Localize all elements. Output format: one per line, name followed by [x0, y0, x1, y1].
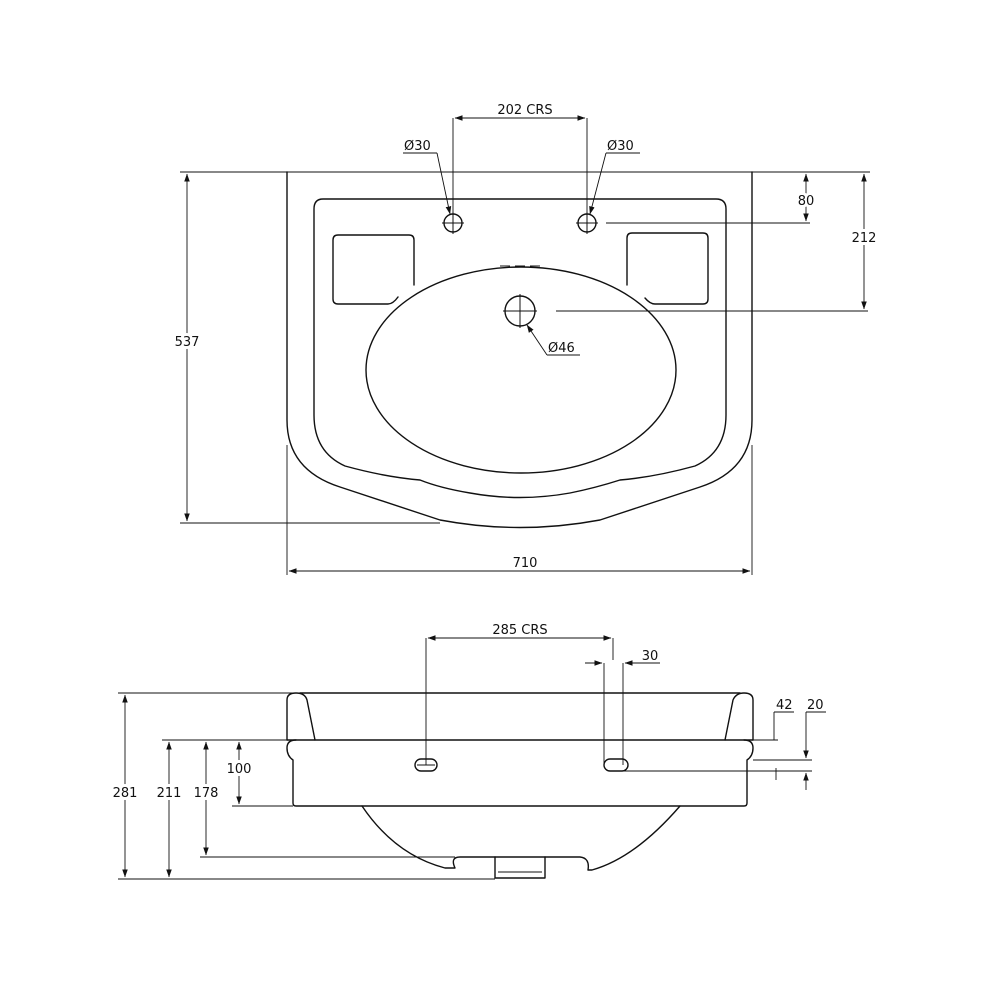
basin-bowl — [365, 266, 677, 474]
dim-waste-setback: 212 — [556, 173, 879, 312]
basin-outer-outline — [286, 171, 753, 529]
dim-waste-hole: Ø46 — [526, 324, 580, 356]
dim-tap-hole-left: Ø30 — [403, 139, 452, 215]
left-soap-shelf — [332, 234, 415, 305]
dim-rim-42: 42 — [753, 698, 794, 741]
plan-view: 202 CRS Ø30 Ø30 Ø46 — [172, 103, 879, 575]
dim-label-tap-hole-right: 30 — [617, 139, 634, 154]
dim-tap-centres: 202 CRS — [452, 103, 588, 232]
left-rim — [286, 692, 316, 741]
dim-height-178: 178 — [191, 741, 221, 856]
bowl-underside — [361, 805, 681, 871]
dim-label-30: 30 — [642, 649, 659, 664]
dim-label-537: 537 — [175, 335, 200, 350]
dim-label-285-crs: 285 CRS — [492, 623, 547, 638]
dim-label-80: 80 — [798, 194, 815, 209]
dim-label-211: 211 — [157, 786, 182, 801]
basin-inner-rim — [313, 198, 727, 499]
right-soap-shelf — [626, 232, 709, 305]
dim-overall-depth: 537 — [172, 171, 440, 524]
svg-text:Ø30: Ø30 — [607, 139, 634, 154]
waste-outlet — [494, 856, 546, 879]
right-slot — [603, 758, 629, 772]
dim-label-100: 100 — [227, 762, 252, 777]
dim-label-42: 42 — [776, 698, 793, 713]
dim-slot-width: 30 — [585, 649, 660, 765]
dim-label-212: 212 — [852, 231, 877, 246]
dim-label-281: 281 — [113, 786, 138, 801]
side-view: 285 CRS 30 42 20 — [110, 623, 826, 880]
svg-text:Ø46: Ø46 — [548, 341, 575, 356]
dim-fixing-centres: 285 CRS — [425, 623, 614, 765]
dim-tap-hole-right: Ø30 — [589, 139, 640, 215]
svg-text:Ø30: Ø30 — [404, 139, 431, 154]
dim-rim-20: 20 — [623, 698, 826, 790]
diameter-symbol: Ø — [607, 139, 617, 154]
dim-height-100: 100 — [224, 741, 254, 805]
dim-tap-setback: 80 — [606, 173, 817, 224]
basin-body — [286, 739, 754, 807]
dim-label-178: 178 — [194, 786, 219, 801]
dim-overall-width: 710 — [286, 445, 753, 575]
waste-hole — [503, 294, 537, 328]
dim-label-waste-hole: 46 — [558, 341, 575, 356]
dim-height-211: 211 — [154, 741, 184, 878]
dim-label-202-crs: 202 CRS — [497, 103, 552, 118]
dim-label-710: 710 — [513, 556, 538, 571]
diameter-symbol: Ø — [548, 341, 558, 356]
right-rim — [724, 692, 754, 741]
dim-label-tap-hole-left: 30 — [414, 139, 431, 154]
diameter-symbol: Ø — [404, 139, 414, 154]
dim-label-20: 20 — [807, 698, 824, 713]
dim-overall-height: 281 — [110, 694, 140, 878]
